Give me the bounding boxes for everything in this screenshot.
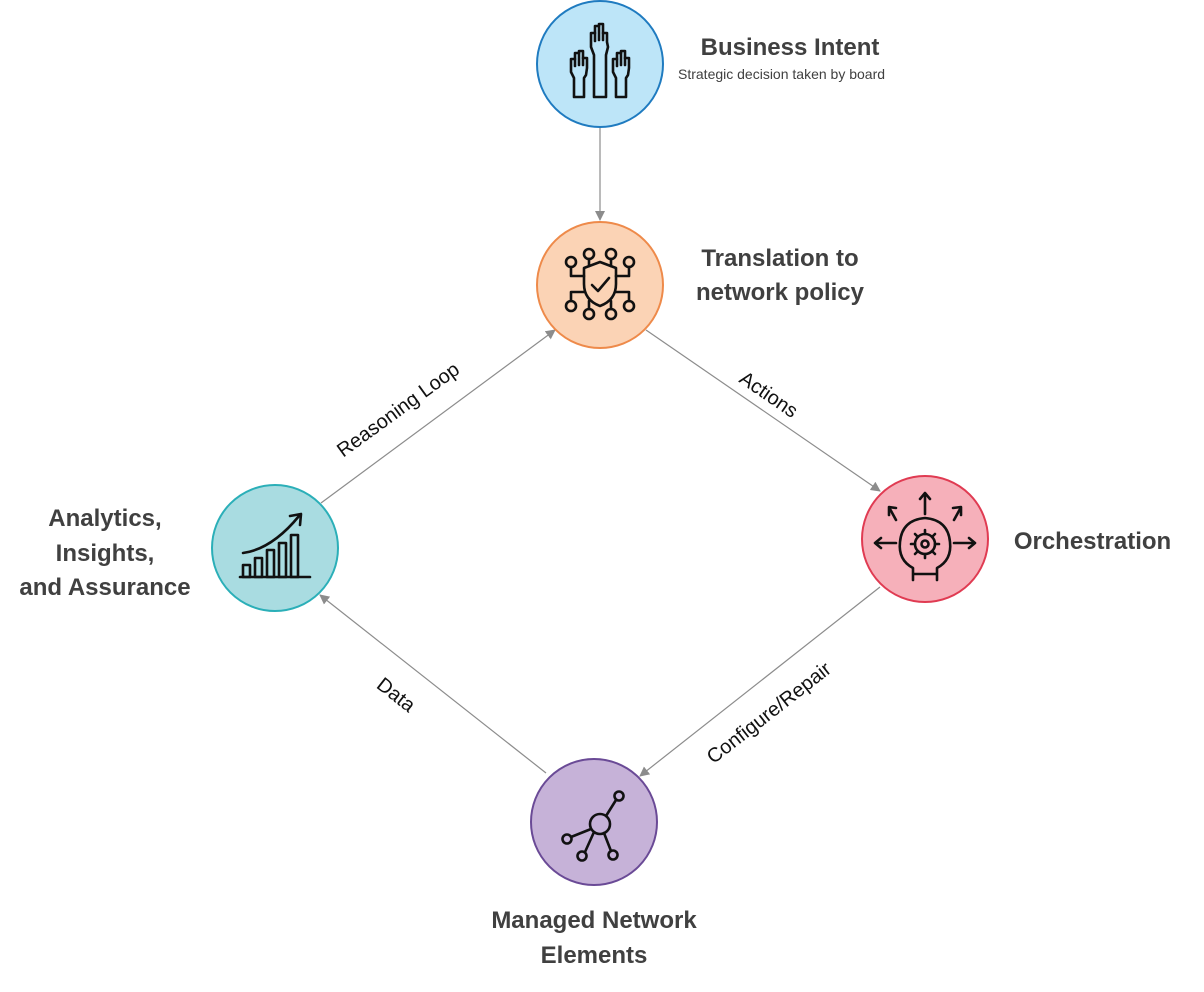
analytics-circle	[211, 484, 339, 612]
translation-title-line2: network policy	[695, 279, 865, 306]
growth-chart-icon	[238, 512, 312, 579]
business-intent-circle	[536, 0, 664, 128]
managed-elements-title-line1: Managed Network	[491, 907, 697, 934]
orchestration-title: Orchestration	[1013, 528, 1172, 555]
shield-circuit-icon	[564, 247, 636, 321]
translation-title-line1: Translation to	[701, 245, 859, 272]
analytics-title-line2: Insights,	[55, 540, 155, 567]
orchestration-node	[861, 475, 989, 603]
network-nodes-icon	[561, 790, 625, 862]
arrow-analytics-to-translation	[320, 329, 556, 504]
head-gear-arrows-icon	[873, 491, 977, 582]
analytics-title-line1: Analytics,	[48, 505, 162, 532]
business-intent-title: Business Intent	[700, 34, 880, 61]
translation-circle	[536, 221, 664, 349]
analytics-title-line3: and Assurance	[19, 574, 191, 601]
arrow-orchestration-to-managed	[639, 586, 881, 777]
analytics-node	[211, 484, 339, 612]
business-intent-node	[536, 0, 664, 128]
managed-elements-circle	[530, 758, 658, 886]
edge-label-data: Data	[372, 674, 420, 718]
arrow-translation-to-orchestration	[645, 329, 881, 492]
managed-elements-node	[530, 758, 658, 886]
managed-elements-title-line2: Elements	[540, 942, 648, 969]
business-intent-subtitle: Strategic decision taken by board	[678, 66, 886, 82]
arrow-managed-to-analytics	[319, 594, 547, 774]
translation-node	[536, 221, 664, 349]
connectors	[319, 128, 881, 777]
raised-hands-icon	[569, 22, 631, 99]
